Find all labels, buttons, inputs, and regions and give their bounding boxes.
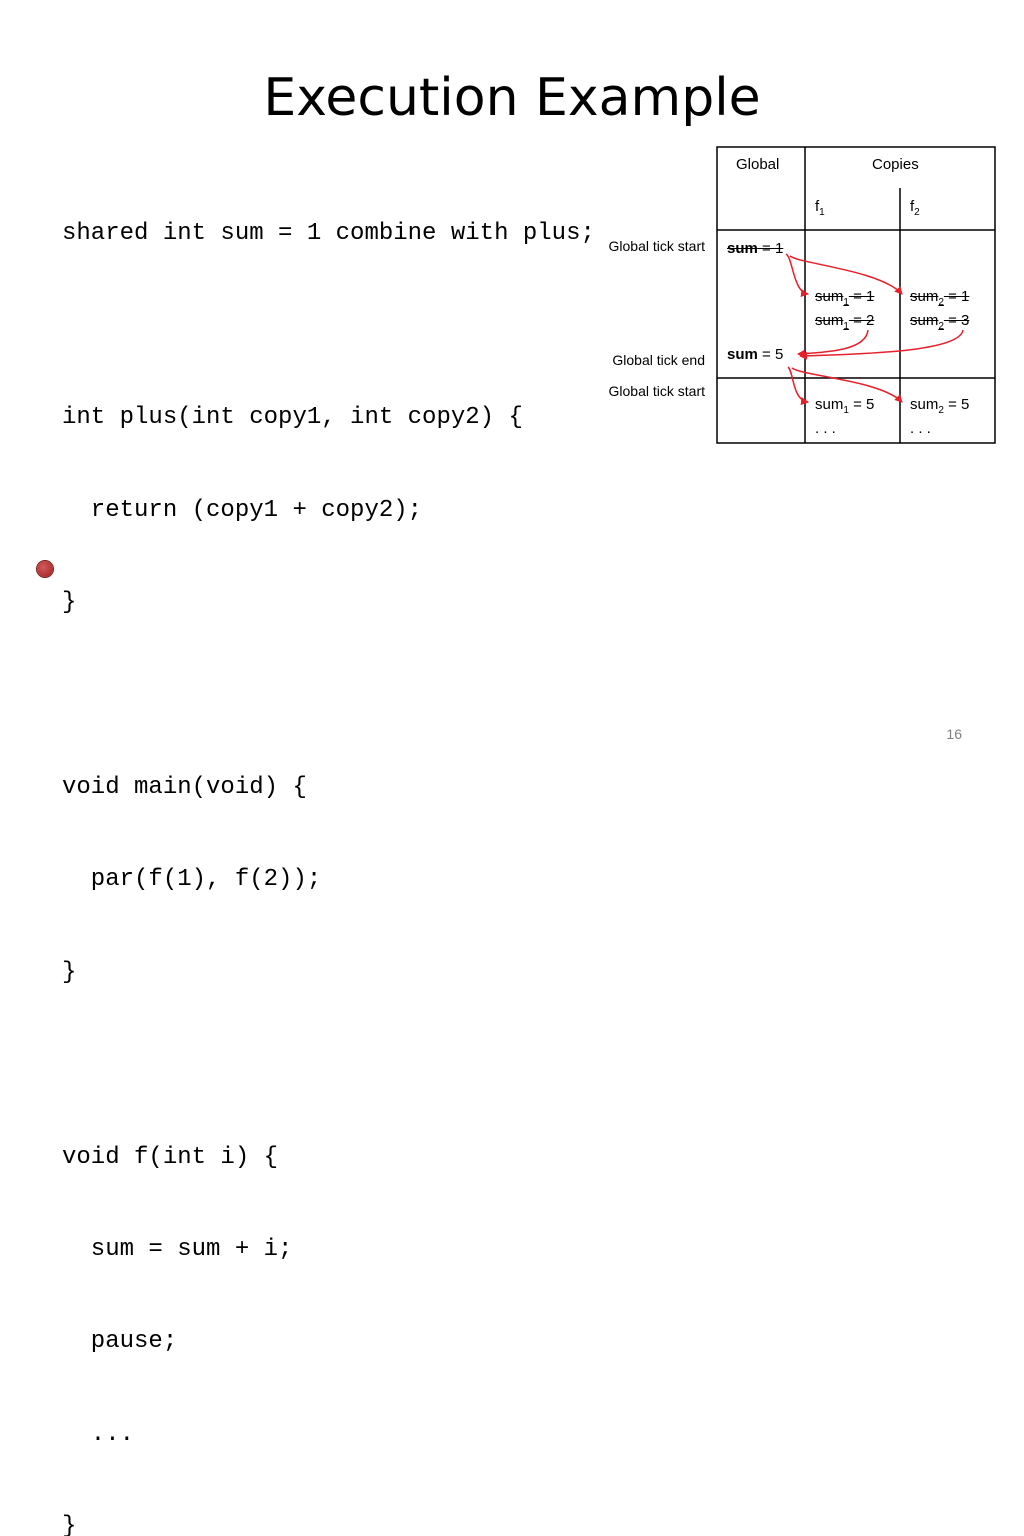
code-line: } (62, 958, 77, 986)
f1-ellipsis: . . . (815, 420, 836, 437)
code-line (62, 1050, 595, 1081)
header-f2: f2 (910, 198, 920, 218)
f2-sum-next: sum2 = 5 (910, 396, 970, 416)
f1-sum-next: sum1 = 5 (815, 396, 875, 416)
code-line: } (62, 1513, 77, 1536)
tick-label-end-1: Global tick end (612, 352, 705, 368)
code-line: pause; (62, 1328, 178, 1356)
header-global: Global (736, 156, 780, 173)
page-number: 16 (946, 726, 962, 742)
arrow-global-to-f1 (785, 253, 809, 298)
slide-title: Execution Example (263, 68, 761, 128)
code-line: shared int sum = 1 combine with plus; (62, 219, 595, 247)
global-sum-initial: sum = 1 (727, 240, 784, 257)
arrow-global-to-f2-next (791, 367, 903, 403)
code-line: int plus(int copy1, int copy2) { (62, 404, 523, 432)
tick-label-start-1: Global tick start (608, 238, 705, 254)
arrow-f1-to-global (797, 329, 869, 358)
arrow-f2-to-global (799, 329, 964, 360)
f2-ellipsis: . . . (910, 420, 931, 437)
arrow-global-to-f1-next (787, 366, 809, 406)
code-line: void f(int i) { (62, 1143, 279, 1171)
header-f1: f1 (815, 198, 825, 218)
code-line: sum = sum + i; (62, 1235, 293, 1263)
f2-sum-updated: sum2 = 3 (910, 312, 970, 332)
global-sum-combined: sum = 5 (727, 346, 784, 363)
f1-sum-updated: sum1 = 2 (815, 312, 875, 332)
code-line: return (copy1 + copy2); (62, 496, 423, 524)
state-table-grid (716, 146, 996, 444)
code-line: ... (62, 1420, 135, 1448)
tick-label-start-2: Global tick start (608, 383, 705, 399)
code-line: } (62, 589, 77, 617)
code-line: par(f(1), f(2)); (62, 866, 322, 894)
table-lines (716, 146, 996, 444)
code-line: void main(void) { (62, 773, 307, 801)
header-copies: Copies (872, 156, 919, 173)
f1-sum-copy: sum1 = 1 (815, 288, 875, 308)
f2-sum-copy: sum2 = 1 (910, 288, 970, 308)
state-arrows (785, 253, 964, 406)
current-line-marker-icon (37, 561, 53, 577)
arrow-global-to-f2 (789, 255, 903, 295)
